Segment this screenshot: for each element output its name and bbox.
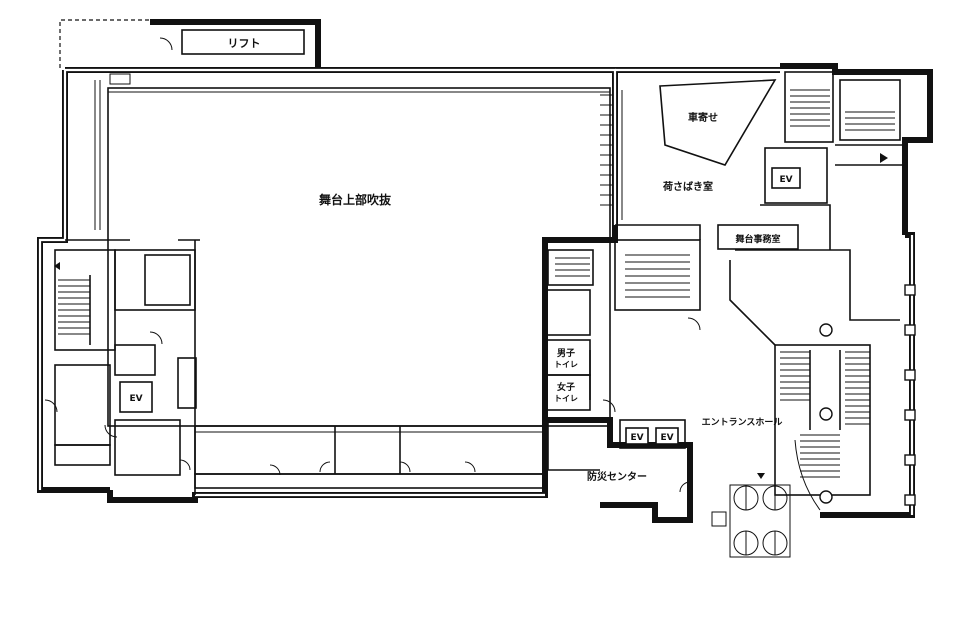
- lift-wall: [150, 19, 321, 70]
- label-car-porch: 車寄せ: [688, 111, 718, 124]
- label-ev-left: EV: [129, 394, 142, 404]
- label-ev-b: EV: [660, 433, 673, 443]
- label-stage-office: 舞台事務室: [735, 233, 780, 245]
- label-women-wc-1: 女子: [557, 381, 575, 393]
- dashed-outline: [59, 19, 150, 68]
- label-loading-room: 荷さばき室: [662, 180, 713, 193]
- east-wall: [820, 232, 915, 518]
- wall-hatch: [38, 68, 914, 515]
- label-entrance-hall: エントランスホール: [702, 417, 783, 428]
- lift-box: [181, 29, 305, 55]
- center-wall: [542, 225, 618, 420]
- label-men-wc-1: 男子: [557, 348, 575, 359]
- south-wall: [107, 470, 548, 503]
- room-labels: リフト 舞台上部吹抜 車寄せ 荷さばき室 舞台事務室 EV EV EV EV 男…: [129, 37, 792, 483]
- northeast-wall: [780, 63, 933, 235]
- label-ev-a: EV: [630, 433, 643, 443]
- label-ev-top: EV: [779, 175, 792, 185]
- label-women-wc-2: トイレ: [554, 394, 578, 403]
- west-wing: [44, 239, 200, 495]
- label-lift: リフト: [228, 37, 261, 50]
- center-south-wall: [542, 417, 693, 523]
- label-men-wc-2: トイレ: [554, 360, 578, 369]
- label-stage-void: 舞台上部吹抜: [318, 192, 392, 207]
- east-wing: [54, 37, 916, 558]
- stage-void: [94, 73, 612, 489]
- exterior-walls: [37, 19, 933, 523]
- revolving-doors: [711, 473, 791, 558]
- label-disaster-center: 防災センター: [587, 470, 647, 483]
